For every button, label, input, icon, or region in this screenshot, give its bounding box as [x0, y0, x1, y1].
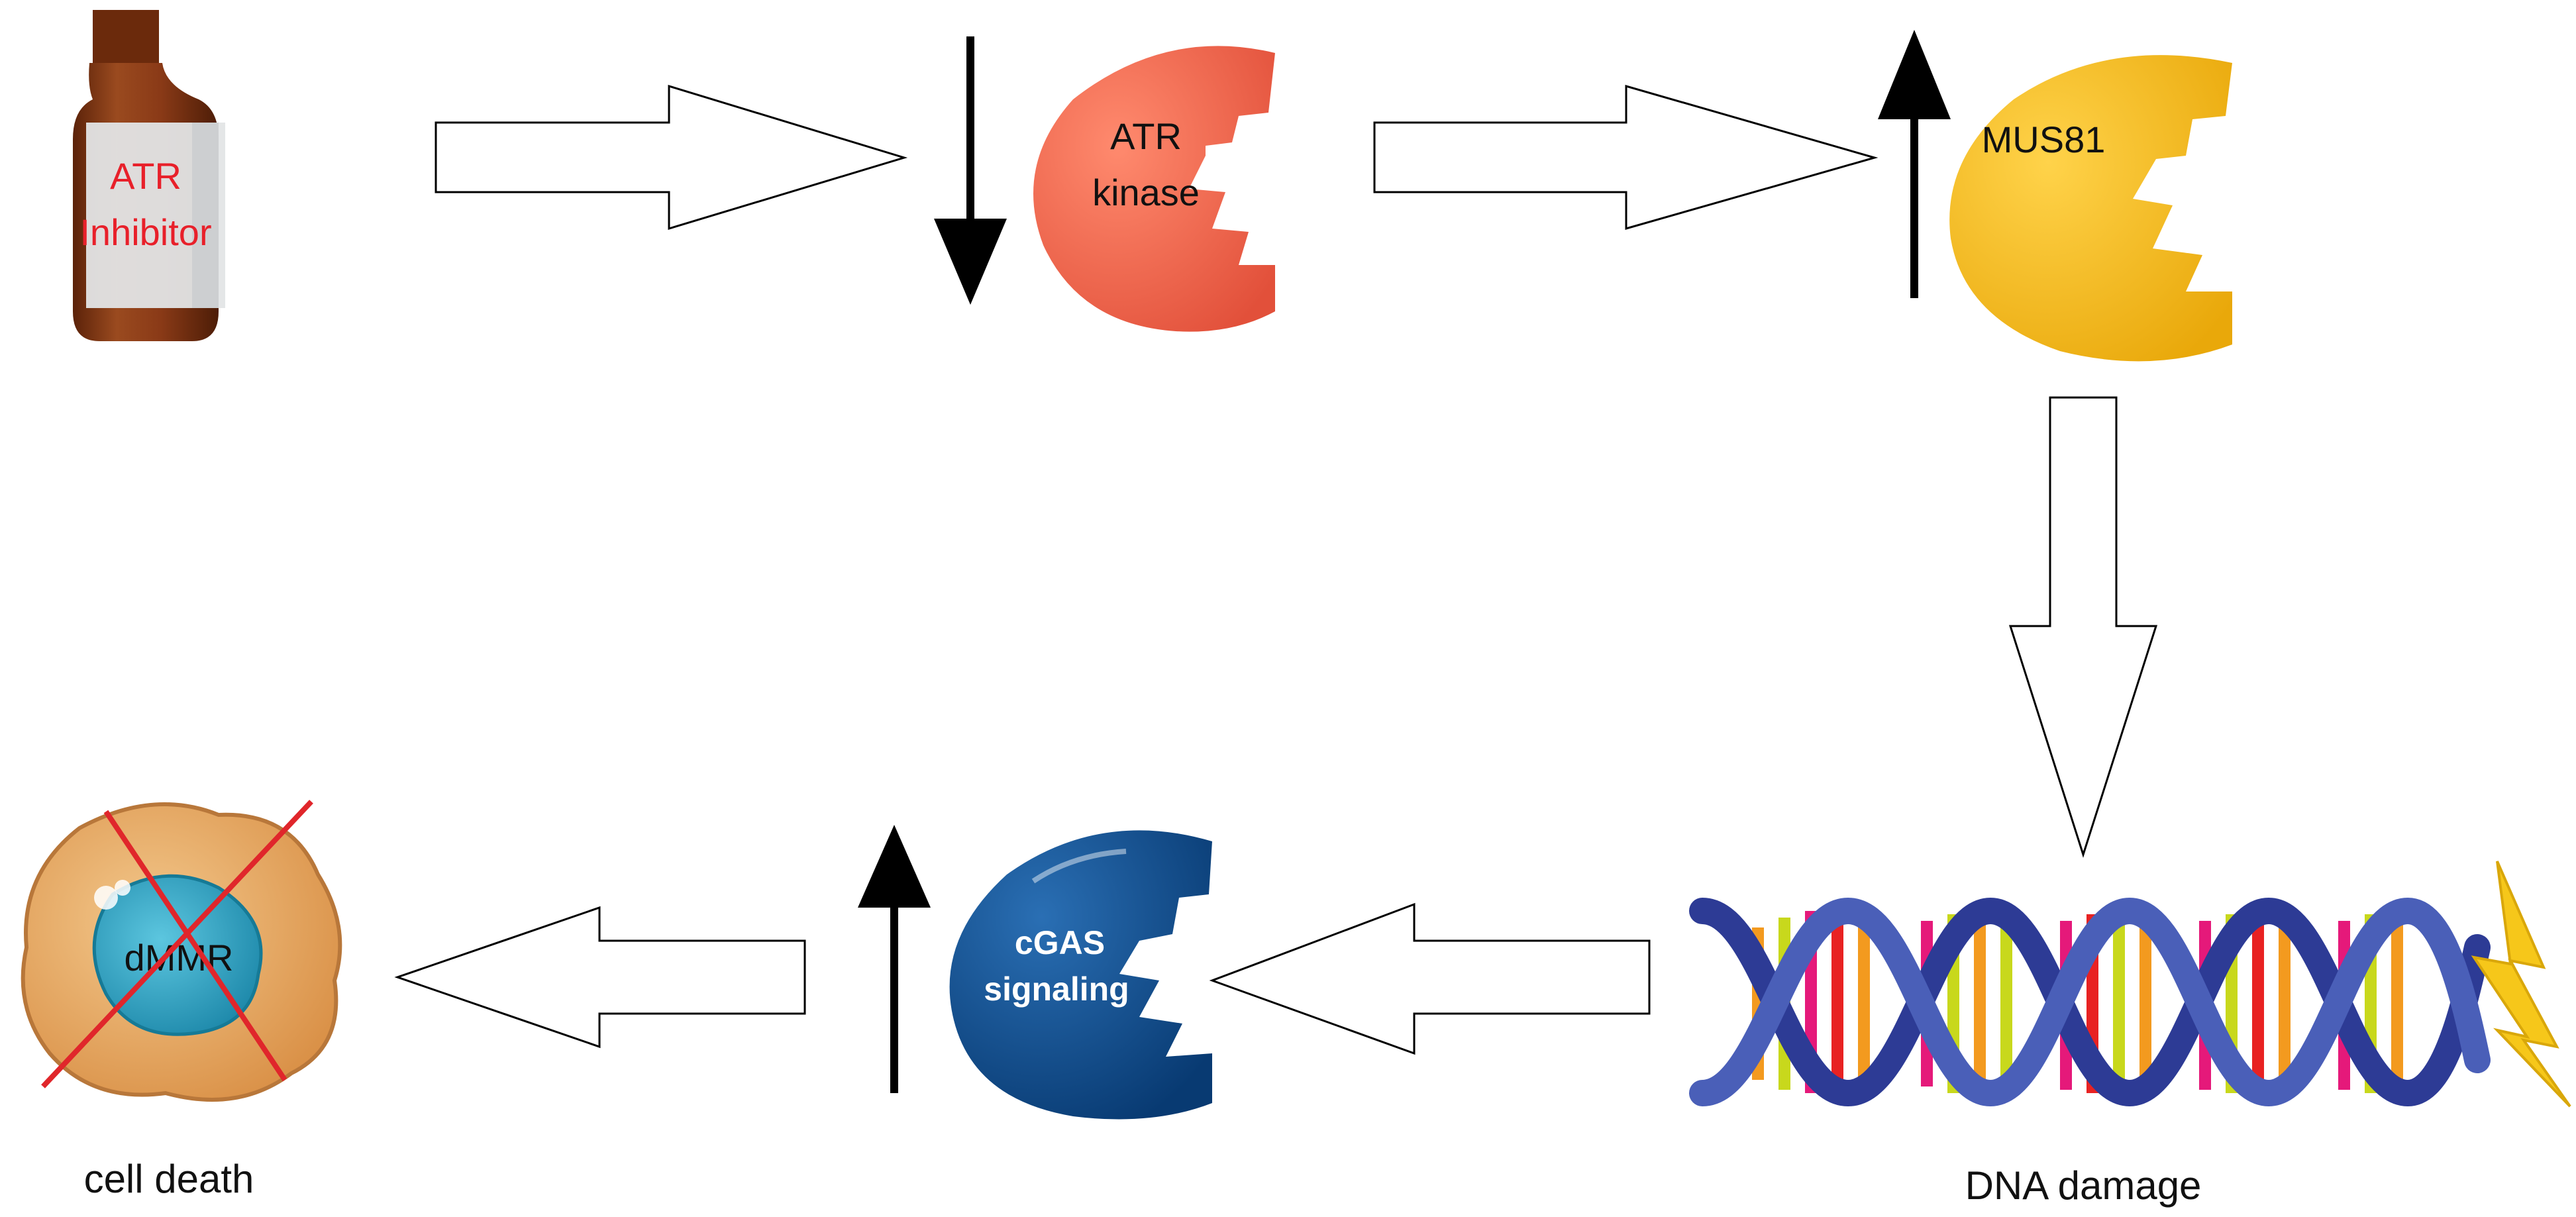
cell-death-caption: cell death	[84, 1157, 254, 1201]
vesicle-1	[94, 886, 118, 910]
flow-arrow-dna-to-cgas	[1209, 902, 1651, 1055]
flow-arrow-atr-to-mus81	[1373, 85, 1879, 230]
vesicle-2	[115, 880, 130, 896]
inhibitor-label-line2: Inhibitor	[79, 211, 211, 253]
cgas-enzyme: cGAS signaling	[949, 830, 1212, 1120]
atr-kinase-label-line1: ATR	[1110, 115, 1182, 157]
cgas-label-line1: cGAS	[1015, 924, 1105, 961]
cgas-up-arrow	[858, 825, 931, 1093]
dmmr-cell: dMMR	[21, 800, 342, 1102]
lightning-bolt-icon	[2471, 861, 2571, 1108]
bottle-cap	[93, 10, 159, 66]
flow-arrow-inhibitor-to-atr	[435, 84, 908, 231]
atr-inhibitor-bottle: ATR Inhibitor	[73, 10, 225, 341]
cgas-label-line2: signaling	[984, 971, 1129, 1008]
mus81-up-arrow	[1878, 30, 1951, 298]
dna-strand-b	[1689, 897, 2491, 1107]
cgas-highlight	[1031, 849, 1127, 884]
atr-kinase-down-arrow	[934, 36, 1007, 305]
inhibitor-label-line1: ATR	[110, 155, 181, 197]
flow-arrow-mus81-to-dna	[2008, 396, 2158, 858]
cross-out-line-2	[41, 800, 313, 1088]
dna-strand-a	[1689, 897, 2491, 1107]
dna-damage-caption: DNA damage	[1965, 1163, 2202, 1208]
cross-out-line-1	[103, 810, 287, 1082]
atr-kinase-label-line2: kinase	[1092, 172, 1200, 213]
bottle-label-shade	[192, 123, 219, 308]
atr-kinase-enzyme: ATR kinase	[1033, 46, 1275, 332]
mus81-label: MUS81	[1982, 119, 2106, 160]
mus81-enzyme: MUS81	[1949, 55, 2232, 362]
dna-helix	[1689, 897, 2491, 1107]
flow-arrow-cgas-to-cell	[394, 906, 806, 1049]
